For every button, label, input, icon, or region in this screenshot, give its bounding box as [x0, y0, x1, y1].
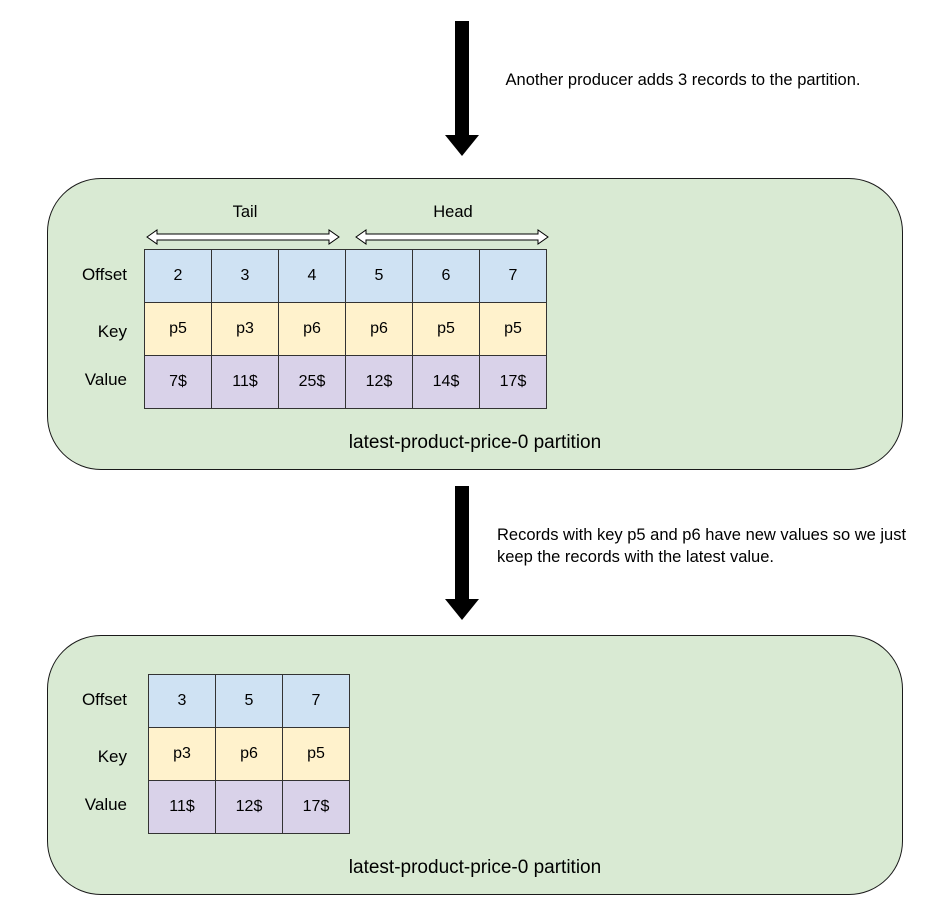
head-label: Head [433, 203, 473, 221]
value-cell: 12$ [215, 780, 283, 834]
value-cell: 11$ [148, 780, 216, 834]
offset-cell: 7 [282, 674, 350, 728]
value-cell: 12$ [345, 355, 413, 409]
offset-row-label: Offset [81, 265, 127, 284]
key-row-label: Key [97, 747, 127, 766]
value-cell: 17$ [479, 355, 547, 409]
key-row-label: Key [97, 322, 127, 341]
value-row: 7$ 11$ 25$ 12$ 14$ 17$ [144, 355, 547, 409]
top-note: Another producer adds 3 records to the p… [505, 71, 861, 89]
value-row-label: Value [84, 370, 127, 389]
head-range-arrow-icon [355, 229, 549, 245]
key-cell: p6 [215, 727, 283, 781]
offset-cell: 5 [215, 674, 283, 728]
key-cell: p5 [282, 727, 350, 781]
key-cell: p3 [148, 727, 216, 781]
value-cell: 14$ [412, 355, 480, 409]
down-arrow-icon [445, 486, 479, 620]
offset-cell: 5 [345, 249, 413, 303]
value-cell: 25$ [278, 355, 346, 409]
key-row: p3 p6 p5 [148, 727, 350, 781]
key-cell: p5 [479, 302, 547, 356]
offset-cell: 3 [211, 249, 279, 303]
offset-cell: 7 [479, 249, 547, 303]
tail-label: Tail [232, 203, 258, 221]
value-row: 11$ 12$ 17$ [148, 780, 350, 834]
down-arrow-icon [445, 21, 479, 156]
offset-cell: 3 [148, 674, 216, 728]
partition-caption: latest-product-price-0 partition [348, 432, 602, 453]
key-cell: p6 [345, 302, 413, 356]
offset-cell: 4 [278, 249, 346, 303]
key-cell: p6 [278, 302, 346, 356]
key-cell: p5 [144, 302, 212, 356]
value-cell: 11$ [211, 355, 279, 409]
partition-caption: latest-product-price-0 partition [348, 857, 602, 878]
offset-row: 3 5 7 [148, 674, 350, 728]
offset-cell: 6 [412, 249, 480, 303]
key-cell: p5 [412, 302, 480, 356]
value-row-label: Value [84, 795, 127, 814]
compaction-note: Records with key p5 and p6 have new valu… [497, 526, 907, 566]
value-cell: 7$ [144, 355, 212, 409]
key-cell: p3 [211, 302, 279, 356]
records-table-before: 2 3 4 5 6 7 p5 p3 p6 p6 p5 p5 7$ 11$ 25$… [144, 249, 547, 409]
offset-row: 2 3 4 5 6 7 [144, 249, 547, 303]
value-cell: 17$ [282, 780, 350, 834]
key-row: p5 p3 p6 p6 p5 p5 [144, 302, 547, 356]
tail-range-arrow-icon [146, 229, 340, 245]
offset-row-label: Offset [81, 690, 127, 709]
records-table-after: 3 5 7 p3 p6 p5 11$ 12$ 17$ [148, 674, 350, 834]
offset-cell: 2 [144, 249, 212, 303]
